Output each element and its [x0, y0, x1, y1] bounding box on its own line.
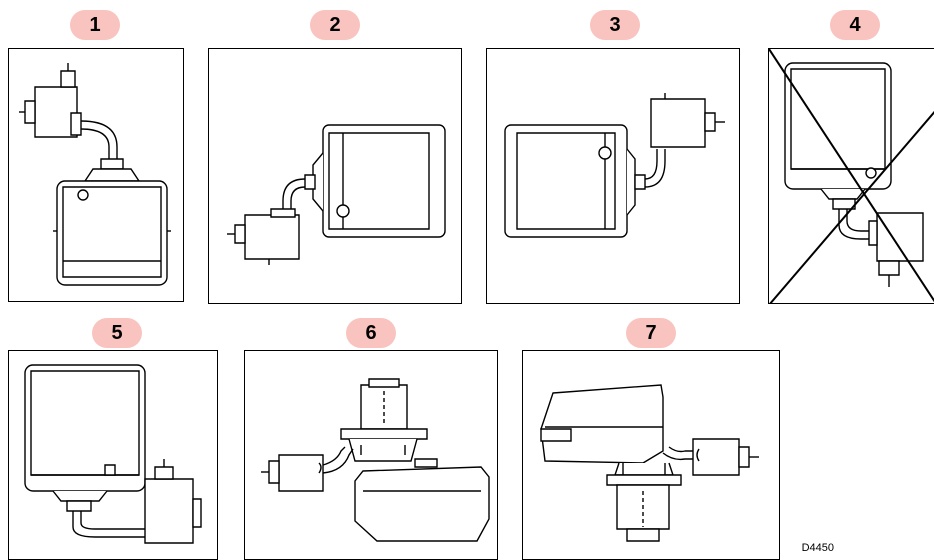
actuator-motor-body — [279, 455, 323, 491]
panel-6-number-badge: 6 — [346, 318, 396, 348]
panel-7-illustration — [523, 351, 780, 560]
panel-1-mounting-position — [8, 48, 184, 302]
panel-4-mounting-position — [768, 48, 934, 304]
burner-housing — [541, 385, 663, 463]
panel-6-mounting-position — [244, 350, 498, 560]
not-allowed-cross-line-2 — [769, 109, 934, 304]
panel-4-number-badge: 4 — [830, 10, 880, 40]
panel-3-illustration — [487, 49, 740, 304]
panel-1-illustration — [9, 49, 184, 302]
panel-5-mounting-position — [8, 350, 218, 560]
actuator-motor-body — [145, 479, 193, 543]
actuator-motor-body — [877, 213, 923, 261]
panel-4-illustration — [769, 49, 934, 304]
panel-2-mounting-position — [208, 48, 462, 304]
burner-housing — [355, 467, 489, 541]
panel-7-number-badge: 7 — [626, 318, 676, 348]
panel-5-number-badge: 5 — [92, 318, 142, 348]
actuator-motor-body — [693, 439, 739, 475]
panel-2-number-badge: 2 — [310, 10, 360, 40]
drawing-reference-code: D4450 — [801, 542, 834, 554]
panel-2-illustration — [209, 49, 462, 304]
panel-5-illustration — [9, 351, 218, 560]
panel-1-number-badge: 1 — [70, 10, 120, 40]
panel-7-mounting-position — [522, 350, 780, 560]
not-allowed-cross-line-1 — [769, 49, 934, 304]
panel-3-number-badge: 3 — [590, 10, 640, 40]
actuator-motor-body — [245, 215, 299, 259]
panel-3-mounting-position — [486, 48, 740, 304]
actuator-motor-body — [651, 99, 705, 147]
panel-6-illustration — [245, 351, 498, 560]
